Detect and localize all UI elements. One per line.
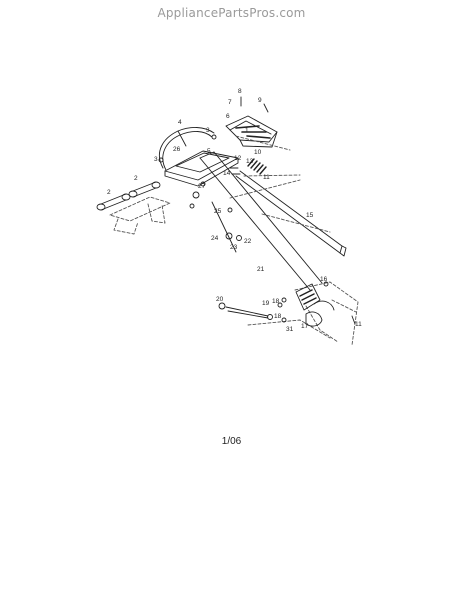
callout: 3 <box>154 156 158 163</box>
left-grips <box>96 181 161 211</box>
grip-cover <box>225 115 278 148</box>
callout: 17 <box>301 323 309 330</box>
callout: 16 <box>320 276 328 283</box>
callout: 5 <box>207 148 211 155</box>
callout: 1 <box>245 127 249 134</box>
page-number: 1/06 <box>221 436 242 447</box>
watermark-text: AppliancePartsPros.com <box>157 6 306 20</box>
callout: 6 <box>226 113 230 120</box>
callouts: 1 2 2 3 3 4 5 6 7 8 9 10 11 11 12 13 14 … <box>107 88 362 333</box>
callout: 22 <box>244 238 252 245</box>
callout: 18 <box>274 313 282 320</box>
callout: 25 <box>214 208 222 215</box>
callout: 13 <box>246 158 254 165</box>
shift-rod <box>218 302 273 320</box>
callout: 18 <box>272 298 280 305</box>
callout: 26 <box>173 146 181 153</box>
callout: 2 <box>134 175 138 182</box>
callout: 15 <box>306 212 314 219</box>
callout: 24 <box>211 235 219 242</box>
callout: 8 <box>238 88 242 95</box>
callout: 23 <box>230 244 238 251</box>
foot-pedal <box>295 283 335 327</box>
callout: 3 <box>206 127 210 134</box>
callout: 11 <box>263 174 270 181</box>
hardware <box>158 96 356 325</box>
handle-assembly <box>158 127 239 187</box>
ghost-frame <box>109 135 359 346</box>
callout: 11 <box>355 321 362 328</box>
callout: 2 <box>107 189 111 196</box>
callout: 21 <box>257 266 265 273</box>
callout: 19 <box>262 300 270 307</box>
callout: 7 <box>228 99 232 106</box>
crank-arm <box>235 170 347 257</box>
callout: 12 <box>234 155 242 162</box>
callout: 14 <box>223 170 231 177</box>
callout: 9 <box>258 97 262 104</box>
callout: 10 <box>254 149 262 156</box>
callout: 20 <box>216 296 224 303</box>
callout: 31 <box>286 326 294 333</box>
spring <box>247 158 267 175</box>
callout: 4 <box>178 119 182 126</box>
callout: 27 <box>198 183 206 190</box>
